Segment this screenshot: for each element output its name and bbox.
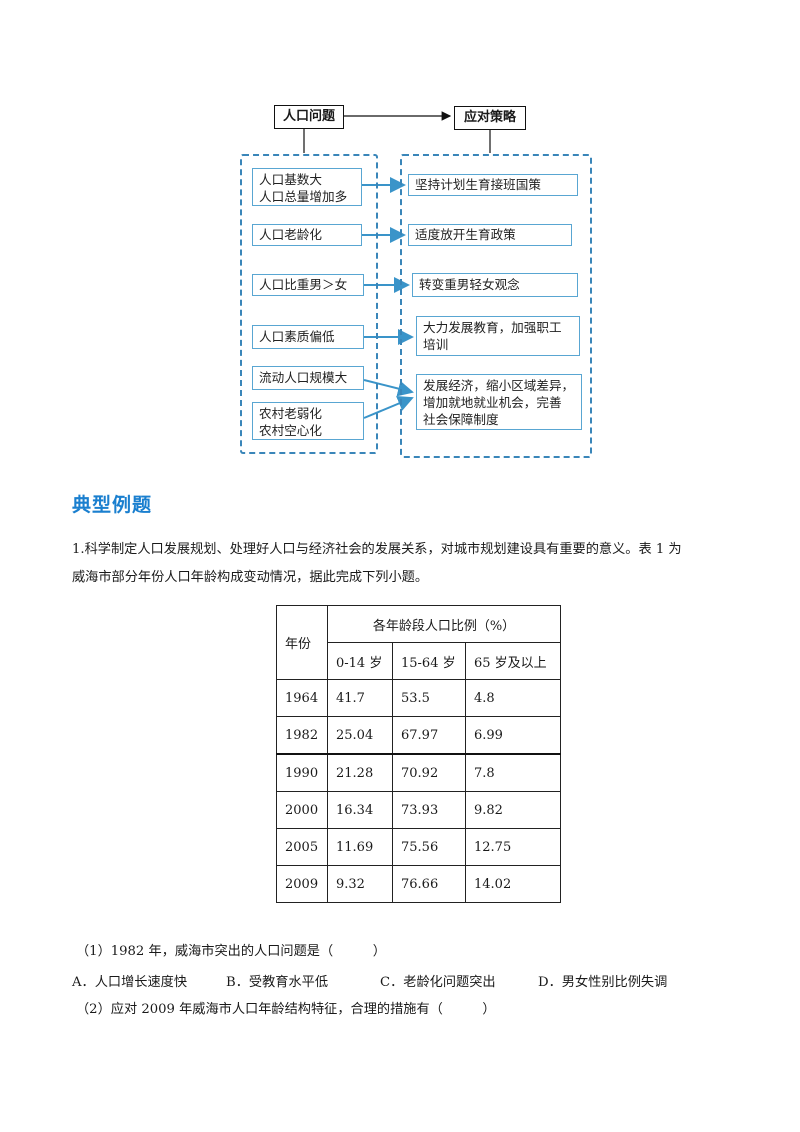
table-cell: 16.34 — [327, 791, 393, 829]
strategy-box: 发展经济，缩小区域差异， 增加就地就业机会，完善 社会保障制度 — [416, 374, 582, 430]
problem-box: 人口基数大 人口总量增加多 — [252, 168, 362, 206]
problem-line: 人口素质偏低 — [259, 329, 335, 344]
group-header: 各年龄段人口比例（%） — [327, 605, 561, 643]
problem-line: 人口老龄化 — [259, 227, 322, 242]
table-cell: 11.69 — [327, 828, 393, 866]
right-header: 应对策略 — [454, 106, 526, 130]
problem-line: 人口比重男＞女 — [259, 277, 348, 292]
table-cell: 9.82 — [465, 791, 561, 829]
problems-frame — [240, 154, 378, 454]
strategy-line: 社会保障制度 — [423, 412, 499, 427]
strategies-frame — [400, 154, 592, 458]
section-title: 典型例题 — [72, 494, 153, 516]
table-cell: 1964 — [276, 679, 328, 717]
strategy-box: 大力发展教育，加强职工 培训 — [416, 316, 580, 356]
column-header: 15-64 岁 — [392, 642, 466, 680]
problem-box: 人口老龄化 — [252, 224, 362, 246]
problem-line: 农村老弱化 — [259, 406, 322, 421]
table-cell: 4.8 — [465, 679, 561, 717]
strategy-line: 适度放开生育政策 — [415, 227, 516, 242]
sub-question-1: （1）1982 年，威海市突出的人口问题是（ ） — [76, 944, 386, 959]
strategy-line: 转变重男轻女观念 — [419, 277, 520, 292]
age-structure-table: 年份 各年龄段人口比例（%） 0-14 岁 15-64 岁 65 岁及以上 19… — [276, 605, 561, 903]
table-row: 1982 25.04 67.97 6.99 — [276, 716, 561, 755]
problem-box: 人口比重男＞女 — [252, 274, 364, 296]
table-header-row: 年份 各年龄段人口比例（%） — [276, 605, 561, 680]
strategy-box: 转变重男轻女观念 — [412, 273, 578, 297]
problem-box: 人口素质偏低 — [252, 325, 364, 349]
problem-line: 农村空心化 — [259, 423, 322, 438]
table-cell: 76.66 — [392, 865, 466, 903]
left-header: 人口问题 — [274, 105, 344, 129]
arrow-5 — [363, 379, 414, 397]
table-cell: 1982 — [276, 716, 328, 755]
table-cell: 2009 — [276, 865, 328, 903]
table-cell: 25.04 — [327, 716, 393, 755]
year-header: 年份 — [276, 605, 328, 680]
table-row: 2009 9.32 76.66 14.02 — [276, 865, 561, 903]
strategy-box: 适度放开生育政策 — [408, 224, 572, 246]
table-row: 2000 16.34 73.93 9.82 — [276, 791, 561, 829]
question-intro-line: 威海市部分年份人口年龄构成变动情况，据此完成下列小题。 — [72, 570, 429, 585]
column-header: 65 岁及以上 — [465, 642, 561, 680]
strategy-line: 坚持计划生育接班国策 — [415, 177, 541, 192]
problem-box: 农村老弱化 农村空心化 — [252, 402, 364, 440]
table-cell: 41.7 — [327, 679, 393, 717]
sub-question-2: （2）应对 2009 年威海市人口年龄结构特征，合理的措施有（ ） — [76, 1002, 496, 1017]
option-c: C．老龄化问题突出 — [380, 975, 496, 990]
strategy-line: 发展经济，缩小区域差异， — [423, 378, 575, 393]
table-cell: 67.97 — [392, 716, 466, 755]
table-cell: 2000 — [276, 791, 328, 829]
table-cell: 1990 — [276, 753, 328, 792]
problem-line: 流动人口规模大 — [259, 370, 348, 385]
problem-strategy-diagram: 人口问题 应对策略 人口基数大 人口总量增加多 人口老龄化 人口比重男＞女 人口… — [238, 100, 594, 460]
option-b: B．受教育水平低 — [226, 975, 329, 990]
table-cell: 6.99 — [465, 716, 561, 755]
table-cell: 9.32 — [327, 865, 393, 903]
arrow-6 — [363, 396, 414, 419]
question-intro-line: 1.科学制定人口发展规划、处理好人口与经济社会的发展关系，对城市规划建设具有重要… — [72, 542, 682, 557]
problem-line: 人口基数大 — [259, 172, 322, 187]
table-cell: 21.28 — [327, 753, 393, 792]
table-cell: 2005 — [276, 828, 328, 866]
option-a: A．人口增长速度快 — [72, 975, 188, 990]
table-cell: 7.8 — [465, 753, 561, 792]
strategy-line: 大力发展教育，加强职工 — [423, 320, 562, 335]
table-row: 1990 21.28 70.92 7.8 — [276, 753, 561, 792]
table-cell: 70.92 — [392, 753, 466, 792]
problem-box: 流动人口规模大 — [252, 366, 364, 390]
table-cell: 73.93 — [392, 791, 466, 829]
table-cell: 14.02 — [465, 865, 561, 903]
table-row: 2005 11.69 75.56 12.75 — [276, 828, 561, 866]
problem-line: 人口总量增加多 — [259, 189, 348, 204]
diagram-connectors — [303, 111, 491, 419]
table-cell: 53.5 — [392, 679, 466, 717]
table-row: 1964 41.7 53.5 4.8 — [276, 679, 561, 717]
strategy-line: 增加就地就业机会，完善 — [423, 395, 562, 410]
strategy-box: 坚持计划生育接班国策 — [408, 174, 578, 196]
strategy-line: 培训 — [423, 337, 449, 352]
table-cell: 75.56 — [392, 828, 466, 866]
table-cell: 12.75 — [465, 828, 561, 866]
option-d: D．男女性别比例失调 — [538, 975, 668, 990]
column-header: 0-14 岁 — [327, 642, 393, 680]
